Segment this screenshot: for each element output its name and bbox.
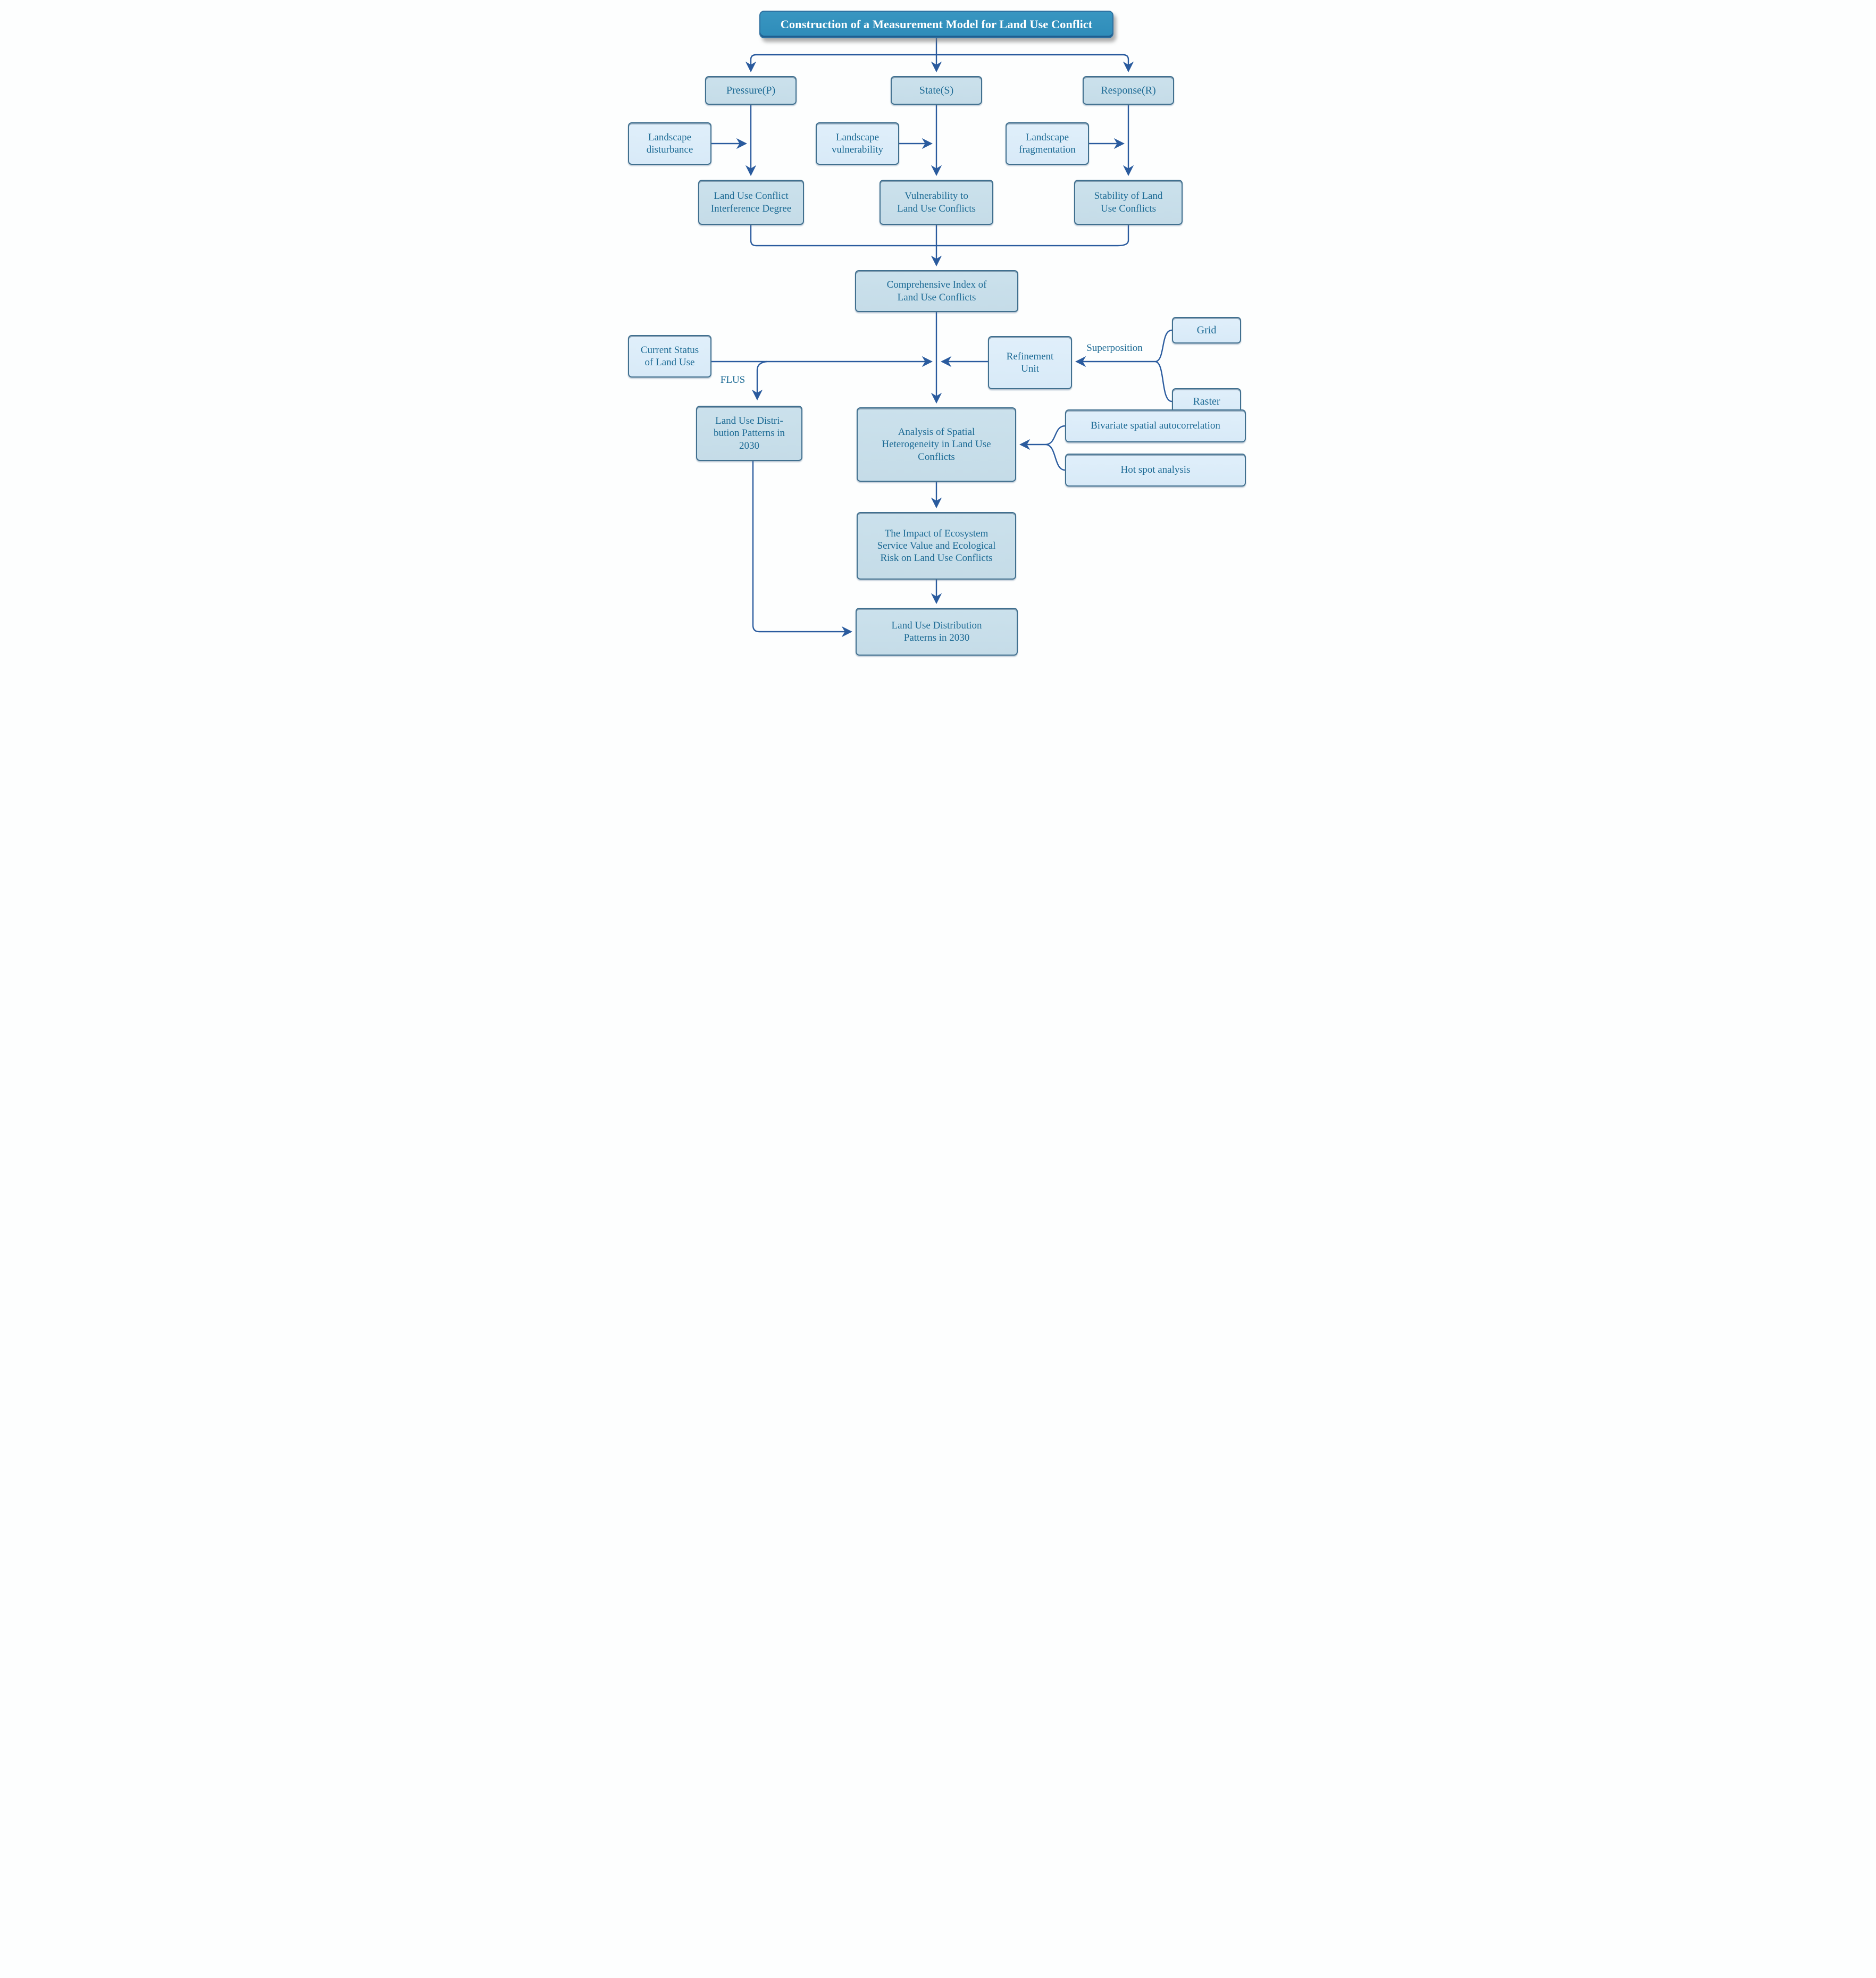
title-text: Construction of a Measurement Model for … — [780, 18, 1093, 31]
node-landscape-fragmentation-label: Landscape fragmentation — [1019, 131, 1076, 155]
node-stability-of-conflicts: Stability of Land Use Conflicts — [1074, 180, 1183, 225]
connector-flus-branch — [751, 361, 767, 401]
node-land-use-2030-bottom-label: Land Use Distribution Patterns in 2030 — [891, 619, 982, 643]
node-pressure-label: Pressure(P) — [726, 84, 776, 96]
node-land-use-2030-bottom: Land Use Distribution Patterns in 2030 — [856, 608, 1018, 656]
node-stability-of-conflicts-label: Stability of Land Use Conflicts — [1094, 190, 1163, 214]
node-landscape-disturbance: Landscape disturbance — [628, 122, 711, 165]
node-hot-spot-analysis: Hot spot analysis — [1065, 454, 1246, 487]
node-current-status-label: Current Status of Land Use — [640, 344, 699, 368]
node-refinement-unit-label: Refinement Unit — [1006, 350, 1054, 374]
node-raster-label: Raster — [1193, 395, 1220, 407]
node-vulnerability-to-conflicts-label: Vulnerability to Land Use Conflicts — [897, 190, 976, 214]
node-pressure: Pressure(P) — [705, 76, 797, 105]
node-interference-degree-label: Land Use Conflict Interference Degree — [710, 190, 792, 214]
node-vulnerability-to-conflicts: Vulnerability to Land Use Conflicts — [880, 180, 993, 225]
edge-label-flus: FLUS — [713, 374, 753, 386]
node-bivariate-autocorrelation: Bivariate spatial autocorrelation — [1065, 409, 1246, 442]
node-impact-ecosystem: The Impact of Ecosystem Service Value an… — [857, 512, 1016, 580]
node-bivariate-autocorrelation-label: Bivariate spatial autocorrelation — [1091, 420, 1220, 432]
connector-merge-bracket — [750, 225, 1129, 247]
node-grid: Grid — [1172, 317, 1241, 343]
node-response: Response(R) — [1083, 76, 1174, 105]
node-landscape-fragmentation: Landscape fragmentation — [1006, 122, 1089, 165]
node-impact-ecosystem-label: The Impact of Ecosystem Service Value an… — [877, 527, 996, 564]
connector-layer — [711, 38, 1172, 638]
node-response-label: Response(R) — [1101, 84, 1156, 96]
node-grid-label: Grid — [1196, 324, 1217, 336]
node-analysis-spatial-heterogeneity-label: Analysis of Spatial Heterogeneity in Lan… — [882, 426, 991, 463]
node-land-use-2030-left-label: Land Use Distri- bution Patterns in 2030 — [713, 415, 785, 451]
connector-top-bracket — [750, 54, 1129, 68]
superposition-text: Superposition — [1086, 342, 1143, 354]
node-title: Construction of a Measurement Model for … — [759, 11, 1113, 38]
connector-left2030-to-bottom — [752, 461, 853, 638]
connector-grid-raster-brace — [1154, 329, 1172, 403]
node-analysis-spatial-heterogeneity: Analysis of Spatial Heterogeneity in Lan… — [857, 407, 1016, 482]
flus-text: FLUS — [720, 374, 746, 385]
node-refinement-unit: Refinement Unit — [988, 336, 1072, 389]
node-comprehensive-index-label: Comprehensive Index of Land Use Conflict… — [886, 279, 987, 303]
node-hot-spot-analysis-label: Hot spot analysis — [1120, 464, 1191, 476]
node-landscape-vulnerability: Landscape vulnerability — [816, 122, 899, 165]
node-state-label: State(S) — [919, 84, 954, 96]
node-landscape-vulnerability-label: Landscape vulnerability — [831, 131, 884, 155]
flowchart-canvas: Construction of a Measurement Model for … — [625, 0, 1251, 659]
node-interference-degree: Land Use Conflict Interference Degree — [698, 180, 804, 225]
edge-label-superposition: Superposition — [1075, 342, 1154, 354]
node-state: State(S) — [891, 76, 982, 105]
node-current-status: Current Status of Land Use — [628, 335, 711, 378]
node-land-use-2030-left: Land Use Distri- bution Patterns in 2030 — [696, 406, 802, 461]
node-landscape-disturbance-label: Landscape disturbance — [646, 131, 693, 155]
connector-methods-brace — [1045, 425, 1066, 471]
node-comprehensive-index: Comprehensive Index of Land Use Conflict… — [855, 270, 1018, 312]
